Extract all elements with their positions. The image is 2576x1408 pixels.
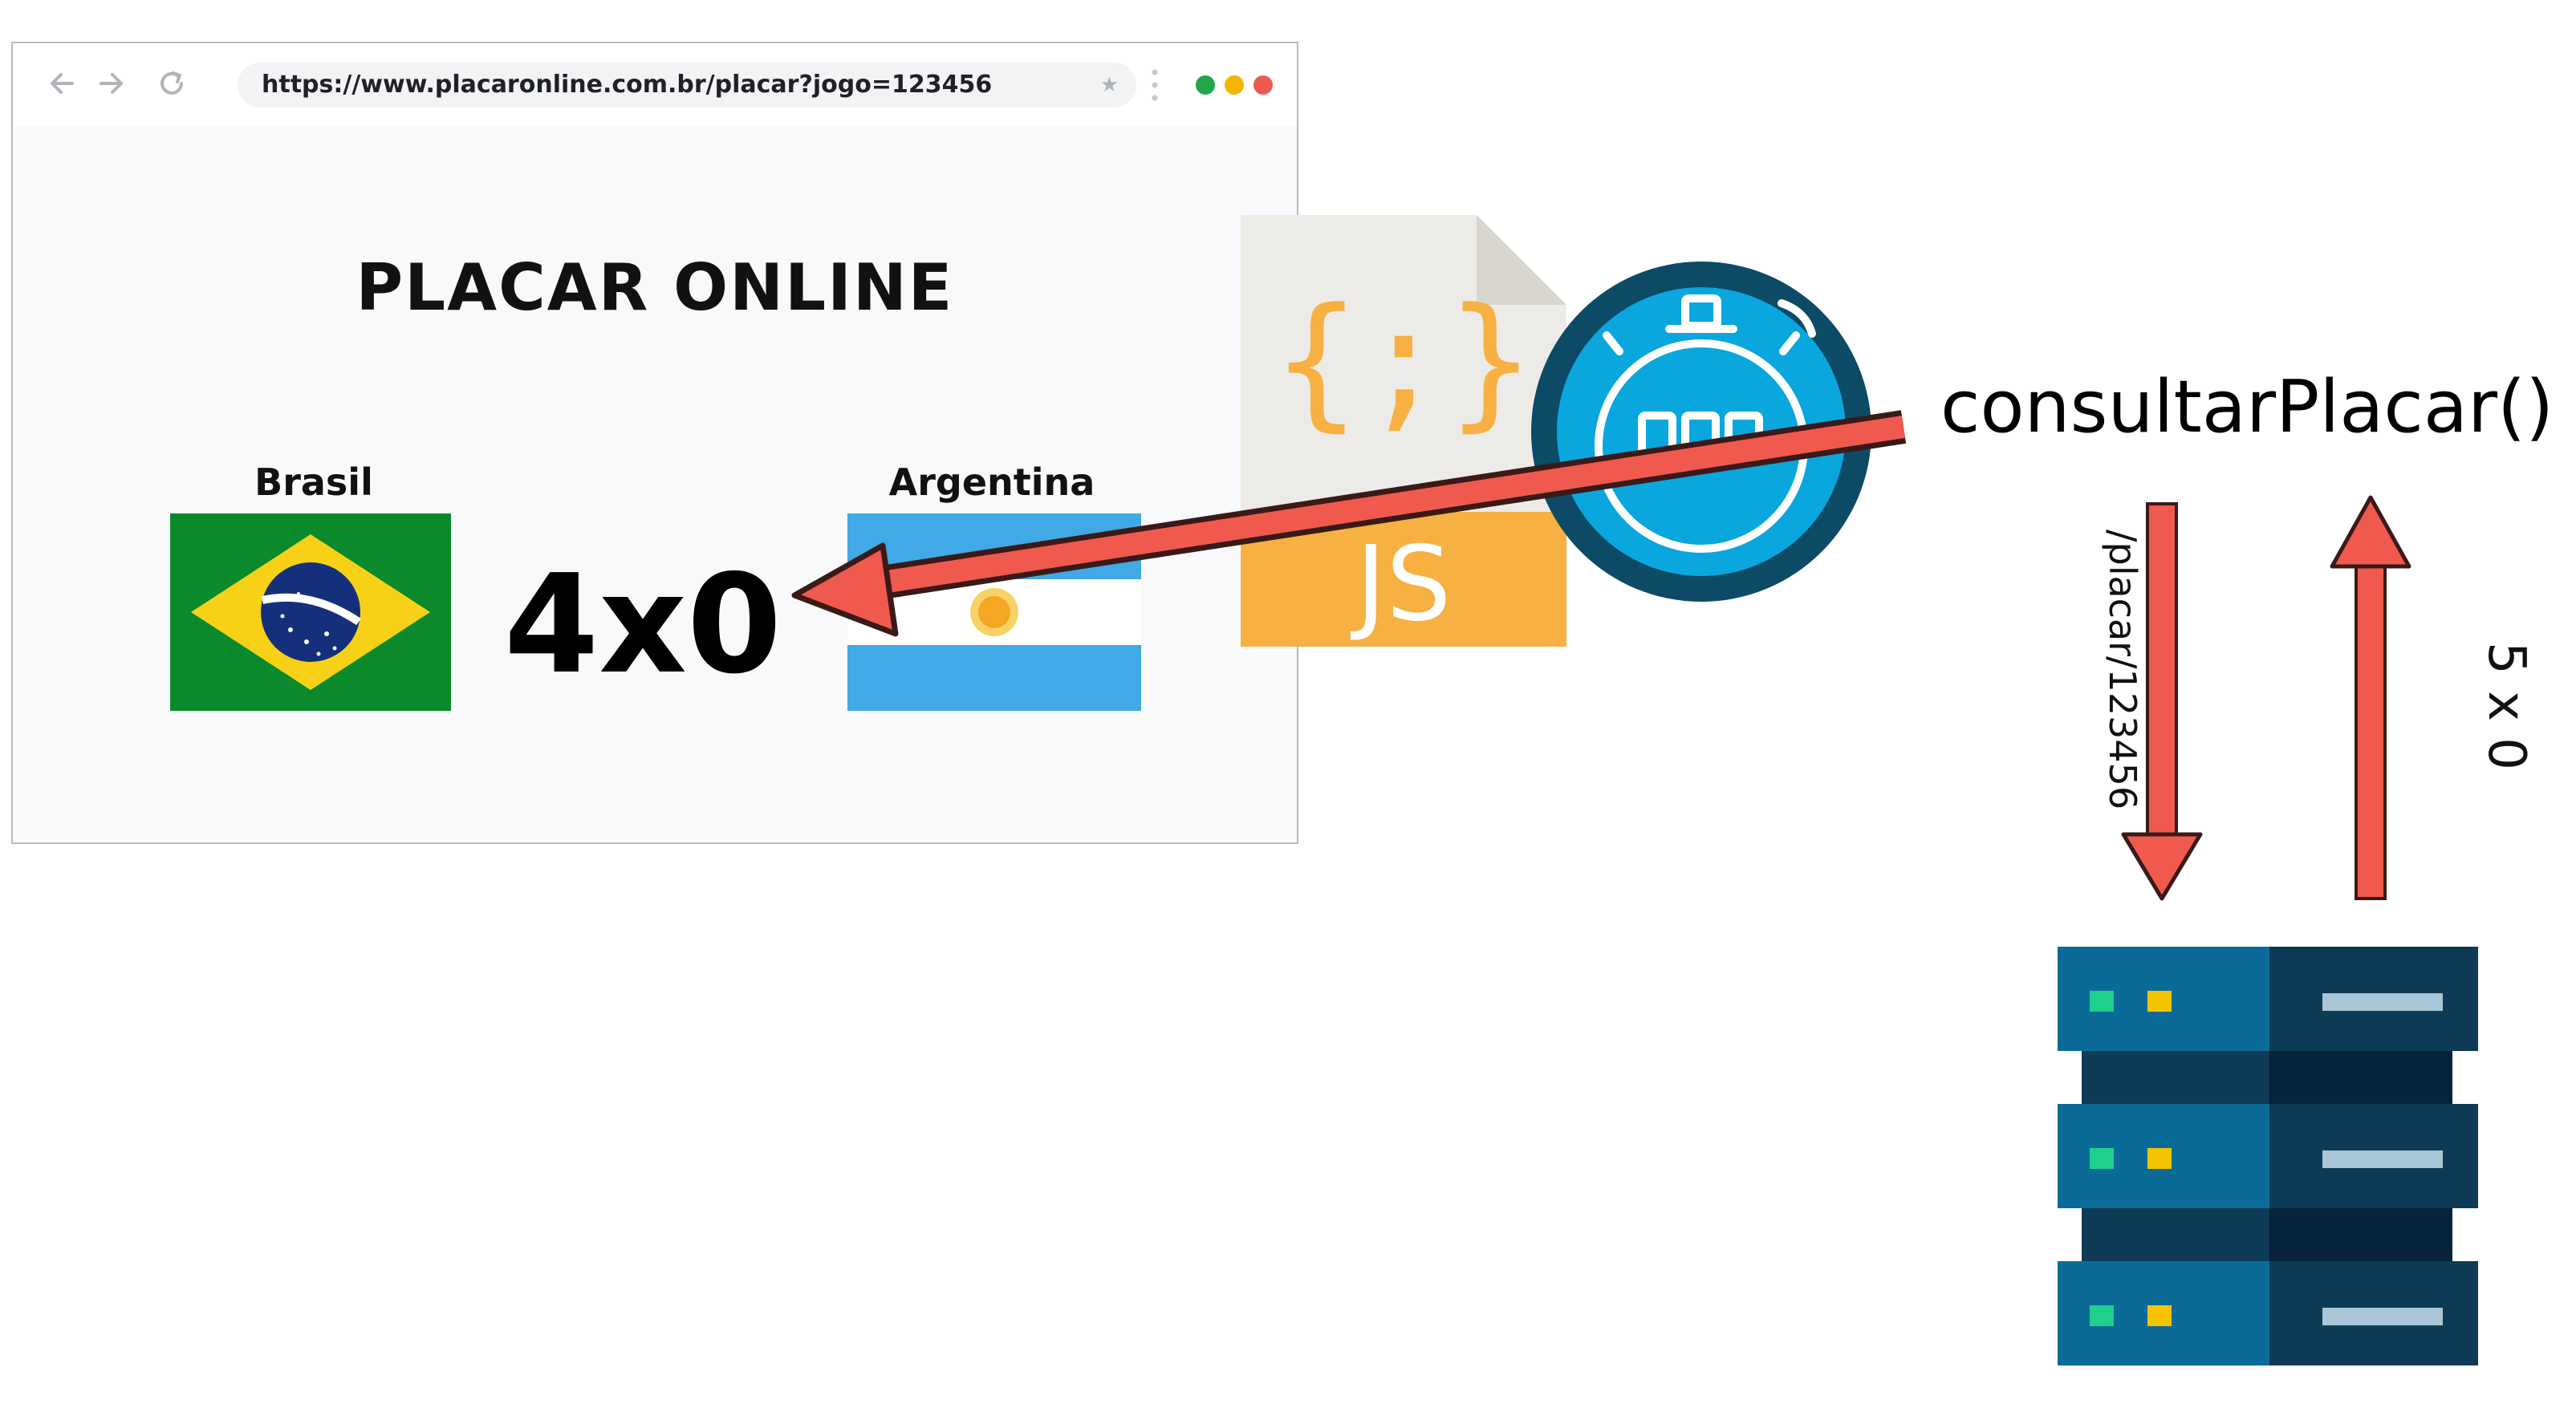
window-dot-red[interactable]: [1253, 75, 1273, 95]
js-file-label: JS: [1351, 525, 1452, 644]
server-unit: [2058, 947, 2478, 1051]
address-bar[interactable]: https://www.placaronline.com.br/placar?j…: [238, 63, 1136, 108]
home-team-label: Brasil: [254, 461, 373, 504]
bookmark-star-icon[interactable]: ★: [1099, 73, 1119, 97]
js-file-symbol: {;}: [1273, 278, 1534, 445]
server-unit: [2058, 1104, 2478, 1208]
server-rack-icon: [2058, 947, 2478, 1365]
window-dot-yellow[interactable]: [1225, 75, 1244, 95]
response-label: 5 x 0: [2476, 642, 2536, 770]
forward-arrow-icon[interactable]: [93, 66, 128, 101]
request-path-label: /placar/123456: [2101, 530, 2144, 810]
server-unit: [2058, 1261, 2478, 1365]
browser-toolbar: https://www.placaronline.com.br/placar?j…: [13, 43, 1297, 127]
function-call-label: consultarPlacar(): [1940, 365, 2554, 449]
stopwatch-icon: [1531, 262, 1871, 602]
window-dot-green[interactable]: [1196, 75, 1215, 95]
browser-window: https://www.placaronline.com.br/placar?j…: [11, 42, 1298, 844]
brazil-flag-icon: [170, 513, 451, 711]
page-title: PLACAR ONLINE: [356, 250, 954, 325]
response-up-arrow: [2330, 495, 2411, 900]
back-arrow-icon[interactable]: [45, 66, 80, 101]
score-display: 4x0: [504, 546, 782, 704]
js-file-icon: {;} JS: [1241, 215, 1566, 647]
argentina-flag-icon: [847, 513, 1141, 711]
url-text: https://www.placaronline.com.br/placar?j…: [262, 71, 993, 99]
menu-kebab-icon[interactable]: [1151, 67, 1159, 103]
reload-icon[interactable]: [154, 66, 189, 101]
away-team-label: Argentina: [888, 461, 1095, 504]
